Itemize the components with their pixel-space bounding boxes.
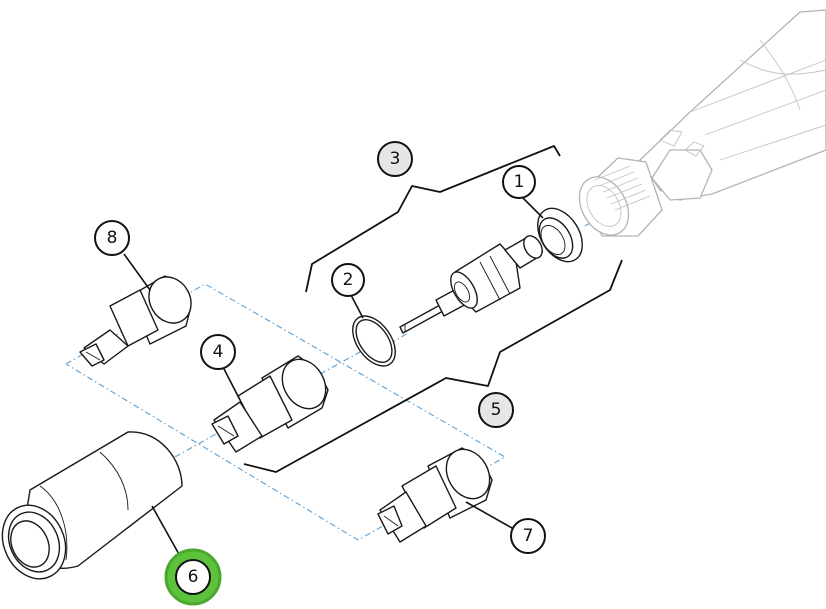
callout-3-label: 3 bbox=[390, 149, 401, 169]
callout-6: 6 bbox=[164, 548, 222, 606]
callout-8: 8 bbox=[94, 220, 130, 256]
callout-5-label: 5 bbox=[491, 400, 502, 420]
callout-5: 5 bbox=[478, 392, 514, 428]
part-shield-cup bbox=[1, 431, 183, 580]
callout-7-label: 7 bbox=[523, 526, 534, 546]
callout-4-label: 4 bbox=[213, 342, 224, 362]
callout-1: 1 bbox=[502, 165, 536, 199]
part-nozzle-top-left bbox=[79, 275, 192, 367]
callout-8-label: 8 bbox=[107, 228, 118, 248]
callout-7: 7 bbox=[510, 518, 546, 554]
callout-2: 2 bbox=[331, 263, 365, 297]
part-electrode-assembly bbox=[399, 235, 543, 334]
part-o-ring bbox=[352, 315, 396, 367]
bracket-assembly-3 bbox=[305, 145, 561, 293]
part-nozzle-middle bbox=[211, 355, 329, 453]
torch-body bbox=[578, 9, 826, 237]
bracket-assembly-5 bbox=[243, 259, 623, 473]
callout-2-label: 2 bbox=[343, 270, 354, 290]
callout-4: 4 bbox=[200, 334, 236, 370]
callout-6-label: 6 bbox=[188, 567, 199, 587]
callout-1-label: 1 bbox=[514, 172, 525, 192]
callout-3: 3 bbox=[377, 141, 413, 177]
callout-leaders bbox=[123, 195, 544, 557]
part-nozzle-bottom-right bbox=[377, 447, 493, 543]
assembly-brackets bbox=[243, 145, 623, 473]
part-retaining-ring bbox=[537, 207, 583, 263]
